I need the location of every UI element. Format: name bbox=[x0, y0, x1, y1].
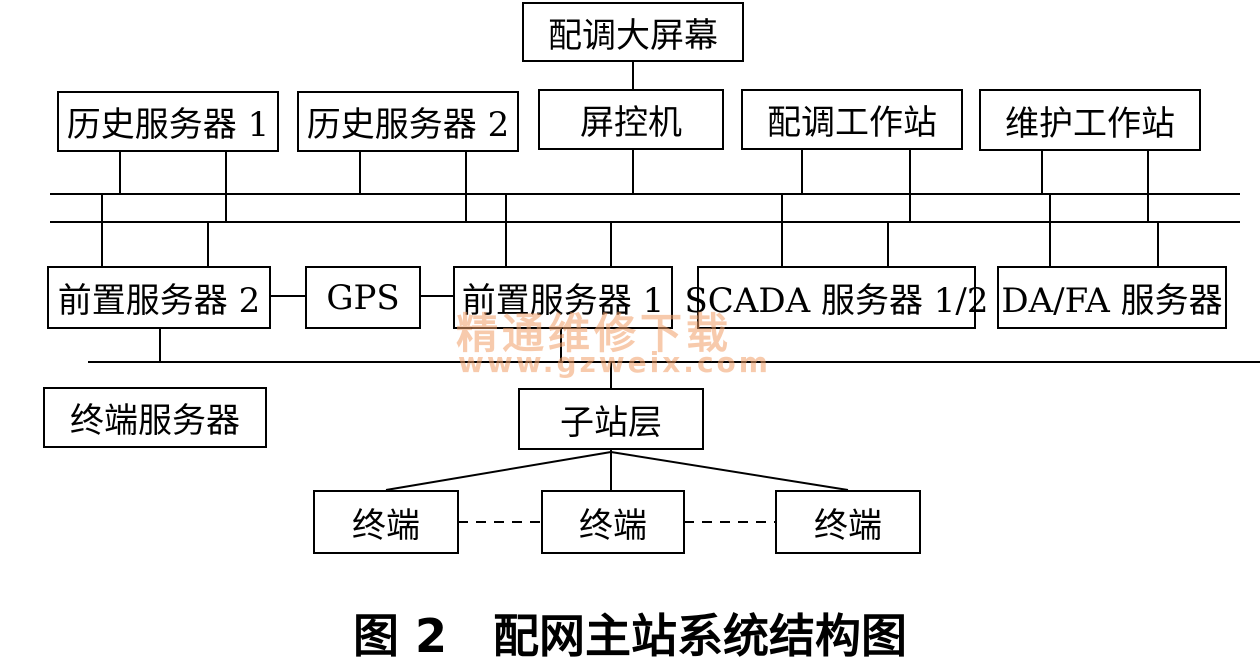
terminal-right-box: 终端 bbox=[775, 490, 921, 554]
connector-dispatch-upper bbox=[801, 148, 803, 194]
terminal-server-box: 终端服务器 bbox=[43, 387, 267, 448]
connector-history2-middle bbox=[465, 150, 467, 222]
terminal-middle-box: 终端 bbox=[541, 490, 685, 554]
bus-line-middle bbox=[50, 221, 1240, 223]
dafa-server-box: DA/FA 服务器 bbox=[997, 266, 1227, 329]
connector-history2-upper bbox=[359, 150, 361, 194]
substation-layer-box: 子站层 bbox=[518, 388, 704, 450]
connector-dafa-middle bbox=[1157, 221, 1159, 266]
connector-front1-lowerbus bbox=[560, 328, 562, 362]
bus-line-lower bbox=[88, 361, 1260, 363]
front-server-1-box: 前置服务器 1 bbox=[453, 266, 673, 329]
connector-front1-middle bbox=[610, 221, 612, 266]
connector-scada-upper bbox=[781, 193, 783, 266]
figure-caption: 图 2 配网主站系统结构图 bbox=[352, 609, 908, 663]
watermark-title: 精通维修下载 bbox=[456, 309, 733, 358]
front-server-2-box: 前置服务器 2 bbox=[47, 266, 271, 329]
connector-bigscreen-screencontroller bbox=[632, 61, 634, 89]
connector-screencontroller-upper bbox=[632, 148, 634, 194]
gps-box: GPS bbox=[305, 266, 421, 329]
screen-controller-box: 屏控机 bbox=[538, 89, 724, 150]
history-server-1-box: 历史服务器 1 bbox=[57, 91, 279, 152]
connector-lowerbus-substation bbox=[610, 361, 612, 388]
history-server-2-box: 历史服务器 2 bbox=[297, 91, 519, 152]
dispatch-workstation-box: 配调工作站 bbox=[741, 89, 963, 150]
connector-maintenance-upper bbox=[1041, 150, 1043, 194]
scada-server-box: SCADA 服务器 1/2 bbox=[685, 266, 989, 329]
watermark-url: www.gzweix.com bbox=[458, 346, 771, 379]
maintenance-workstation-box: 维护工作站 bbox=[979, 89, 1201, 151]
connector-history1-upper bbox=[119, 150, 121, 194]
bus-line-upper bbox=[50, 193, 1240, 195]
big-screen-box: 配调大屏幕 bbox=[522, 2, 744, 62]
connector-gps-front1 bbox=[420, 295, 454, 297]
connector-front2-gps bbox=[270, 295, 306, 297]
connector-dafa-upper bbox=[1049, 193, 1051, 266]
connector-front2-middle bbox=[207, 221, 209, 266]
connector-front2-lowerbus bbox=[159, 328, 161, 362]
connector-history1-middle bbox=[225, 150, 227, 222]
connector-front2-upper bbox=[101, 193, 103, 266]
connector-dispatch-middle bbox=[909, 148, 911, 222]
connector-maintenance-middle bbox=[1147, 150, 1149, 222]
terminal-left-box: 终端 bbox=[313, 490, 459, 554]
connector-front1-upper bbox=[505, 193, 507, 266]
connector-scada-middle bbox=[887, 221, 889, 266]
